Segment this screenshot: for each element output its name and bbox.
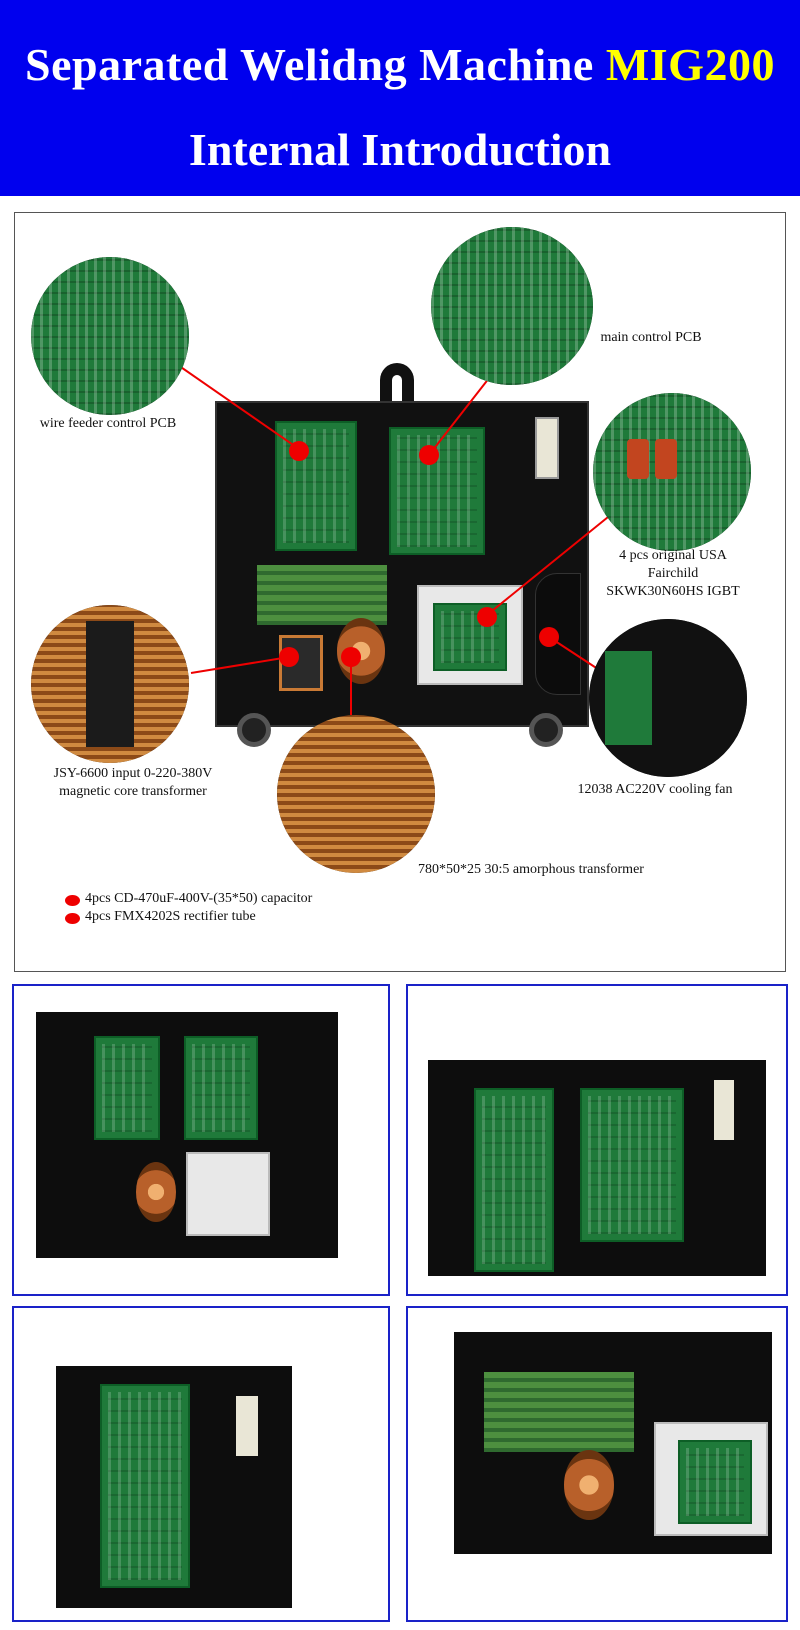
thumbnail-3 <box>12 1306 390 1622</box>
page-title: Separated Welidng Machine MIG200 <box>0 38 800 91</box>
zoom-input-transformer <box>31 605 189 763</box>
machine-handle <box>380 363 414 408</box>
marker-amorphous <box>341 647 361 667</box>
label-wire-feeder: wire feeder control PCB <box>39 416 177 431</box>
label-main-control: main control PCB <box>600 330 702 345</box>
thumbnail-4 <box>406 1306 788 1622</box>
zoom-cooling-fan <box>589 619 747 777</box>
title-main: Separated Welidng Machine <box>25 39 606 90</box>
thumbnail-2 <box>406 984 788 1296</box>
legend-rectifier: 4pcs FMX4202S rectifier tube <box>85 909 256 924</box>
legend-marker-rectifier <box>65 913 80 924</box>
zoom-wire-feeder-pcb <box>31 257 189 415</box>
title-model: MIG200 <box>605 39 775 90</box>
machine-body <box>215 401 589 727</box>
marker-igbt <box>477 607 497 627</box>
marker-fan <box>539 627 559 647</box>
wheel-right <box>529 713 563 747</box>
marker-main-control <box>419 445 439 465</box>
zoom-main-control-pcb <box>431 227 593 385</box>
label-amorphous: 780*50*25 30:5 amorphous transformer <box>418 862 644 877</box>
page-subtitle: Internal Introduction <box>188 124 612 175</box>
legend-capacitor: 4pcs CD-470uF-400V-(35*50) capacitor <box>85 891 313 906</box>
label-transformer-2: magnetic core transformer <box>59 784 207 799</box>
terminal-block <box>535 417 559 479</box>
zoom-amorphous-transformer <box>277 715 435 873</box>
label-igbt-3: SKWK30N60HS IGBT <box>606 584 740 599</box>
zoom-capacitor-b <box>655 439 677 479</box>
thumbnail-3-photo <box>56 1366 292 1608</box>
label-transformer-1: JSY-6600 input 0-220-380V <box>53 766 213 781</box>
thumbnail-1 <box>12 984 390 1296</box>
thumbnail-4-photo <box>454 1332 772 1554</box>
label-cooling-fan: 12038 AC220V cooling fan <box>577 782 733 797</box>
main-control-pcb <box>389 427 485 555</box>
legend-marker-capacitor <box>65 895 80 906</box>
thumbnail-2-photo <box>428 1060 766 1276</box>
green-heatsink <box>257 565 387 625</box>
header-banner: Separated Welidng Machine MIG200 Interna… <box>0 0 800 196</box>
marker-wire-feeder <box>289 441 309 461</box>
zoom-capacitor-a <box>627 439 649 479</box>
zoom-igbt <box>593 393 751 551</box>
label-igbt-1: 4 pcs original USA <box>619 548 727 563</box>
thumbnail-1-photo <box>36 1012 338 1258</box>
label-igbt-2: Fairchild <box>647 566 699 581</box>
wheel-left <box>237 713 271 747</box>
wire-feeder-pcb <box>275 421 357 551</box>
internal-diagram: wire feeder control PCB main control PCB… <box>14 212 786 972</box>
marker-transformer <box>279 647 299 667</box>
